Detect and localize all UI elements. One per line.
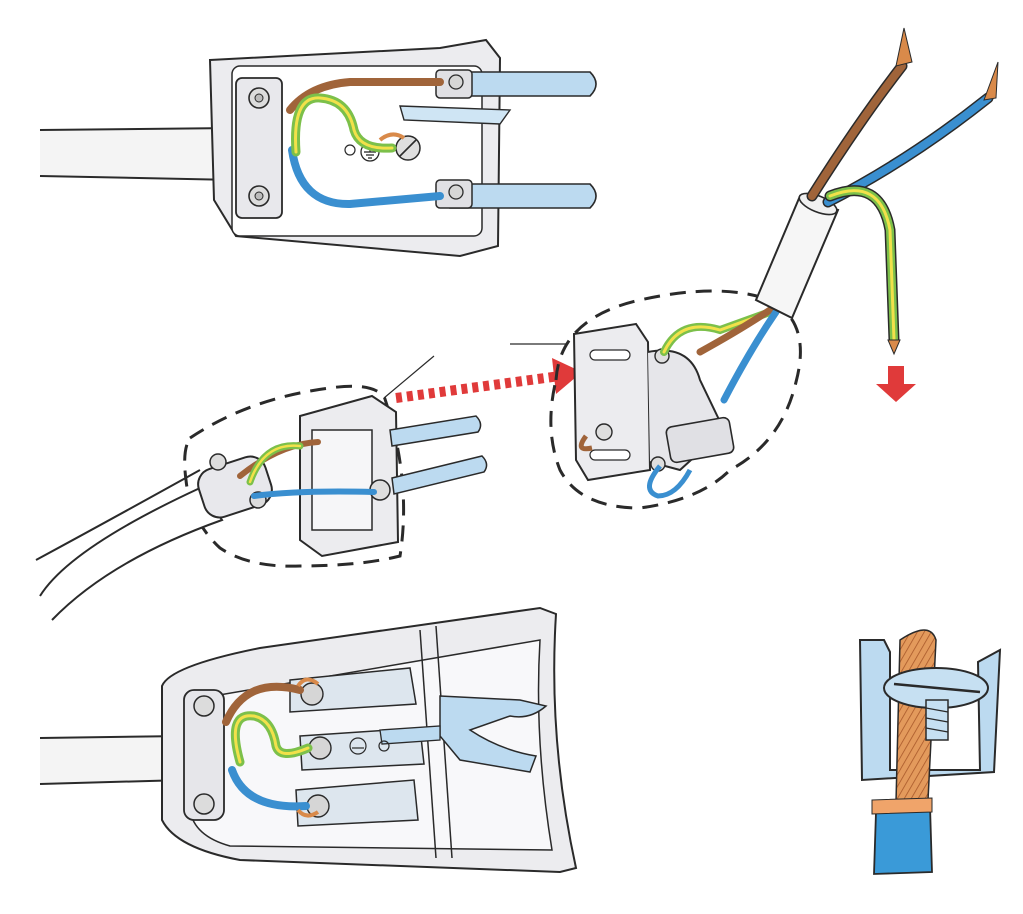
copper-strand-icon — [895, 27, 913, 67]
mid-connector-screw-icon — [595, 423, 613, 441]
bottom-live-wire — [222, 682, 304, 726]
top-plug-wired — [39, 38, 597, 258]
socket-contacts — [379, 695, 548, 773]
bottom-clamp — [183, 689, 225, 821]
terminal-clamp-detail — [858, 629, 1002, 875]
mid-neutral-wire — [251, 488, 377, 499]
mid-pins — [389, 415, 488, 495]
live-wire — [286, 78, 444, 114]
middle-plug-assembly — [35, 27, 999, 621]
stripped-cable — [754, 27, 999, 356]
bottom-neutral-wire — [228, 766, 310, 811]
neutral-wire — [288, 146, 444, 209]
blue-insulation — [873, 803, 933, 875]
bottom-connector-wired — [39, 606, 578, 874]
dashed-outline-right — [549, 289, 802, 510]
red-down-arrow-icon — [876, 366, 916, 402]
mid-connector-body — [572, 322, 652, 482]
bottom-terminal-screw-icon — [300, 682, 324, 706]
bottom-clamp-screw-icon — [193, 695, 215, 717]
cable-clamp — [235, 77, 283, 219]
mid-clamp-screw-icon — [209, 453, 227, 471]
red-direction-arrow — [395, 358, 582, 403]
leader-line — [383, 355, 435, 399]
bottom-earth-symbol-icon — [349, 737, 390, 755]
clamp-screw-icon — [248, 87, 270, 207]
plug-pin — [399, 71, 597, 209]
top-cable — [39, 126, 236, 182]
